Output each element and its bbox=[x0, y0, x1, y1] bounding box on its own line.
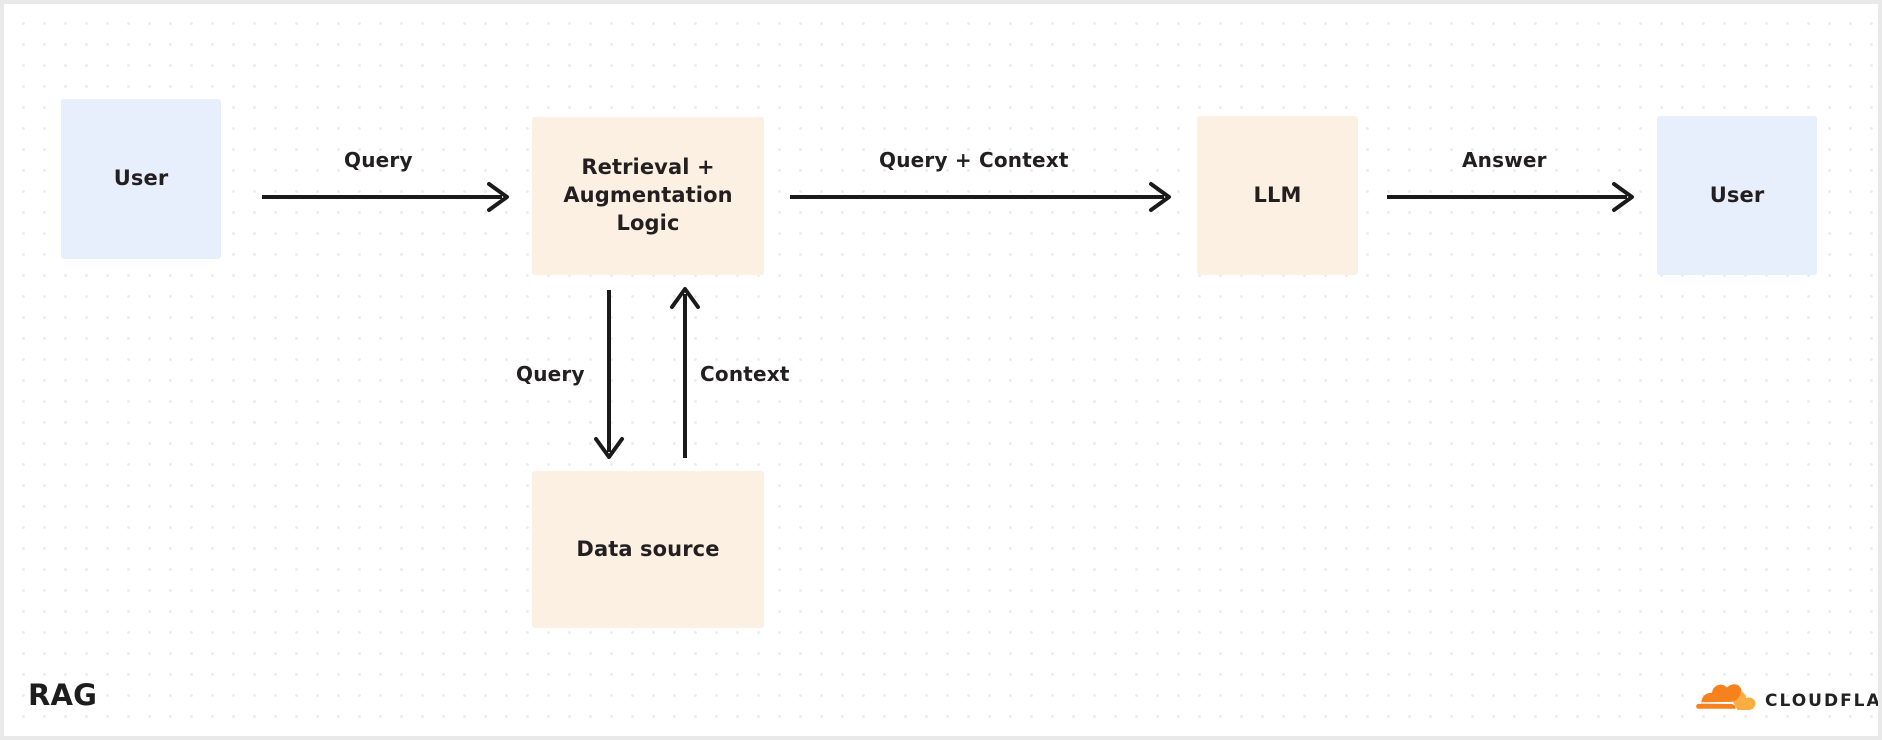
connector-label-query-user-retrieval: Query bbox=[344, 148, 413, 172]
node-data-source[interactable]: Data source bbox=[532, 471, 764, 628]
connector-label-query-context: Query + Context bbox=[879, 148, 1069, 172]
arrow-retrieval-to-data-source bbox=[593, 290, 625, 460]
node-label: Retrieval + Augmentation Logic bbox=[563, 155, 733, 235]
arrow-data-source-to-retrieval bbox=[669, 286, 701, 460]
arrow-llm-to-user bbox=[1387, 182, 1635, 212]
cloudflare-logo: CLOUDFLARE bbox=[1696, 684, 1882, 718]
connector-label-query-data-source: Query bbox=[516, 362, 585, 386]
cloudflare-cloud-icon bbox=[1696, 684, 1756, 718]
node-llm[interactable]: LLM bbox=[1197, 116, 1358, 275]
node-user-left[interactable]: User bbox=[61, 99, 221, 259]
arrow-user-to-retrieval bbox=[262, 182, 510, 212]
node-user-right[interactable]: User bbox=[1657, 116, 1817, 275]
node-retrieval-augmentation-logic[interactable]: Retrieval + Augmentation Logic bbox=[532, 117, 764, 275]
node-label: User bbox=[1709, 182, 1765, 207]
node-label: User bbox=[113, 166, 169, 191]
connector-label-context: Context bbox=[700, 362, 790, 386]
node-label: LLM bbox=[1253, 182, 1302, 207]
diagram-title: RAG bbox=[28, 678, 98, 712]
node-label: Data source bbox=[576, 536, 720, 561]
arrow-retrieval-to-llm bbox=[790, 182, 1172, 212]
connector-label-answer: Answer bbox=[1462, 148, 1547, 172]
cloudflare-wordmark: CLOUDFLARE bbox=[1765, 690, 1882, 711]
